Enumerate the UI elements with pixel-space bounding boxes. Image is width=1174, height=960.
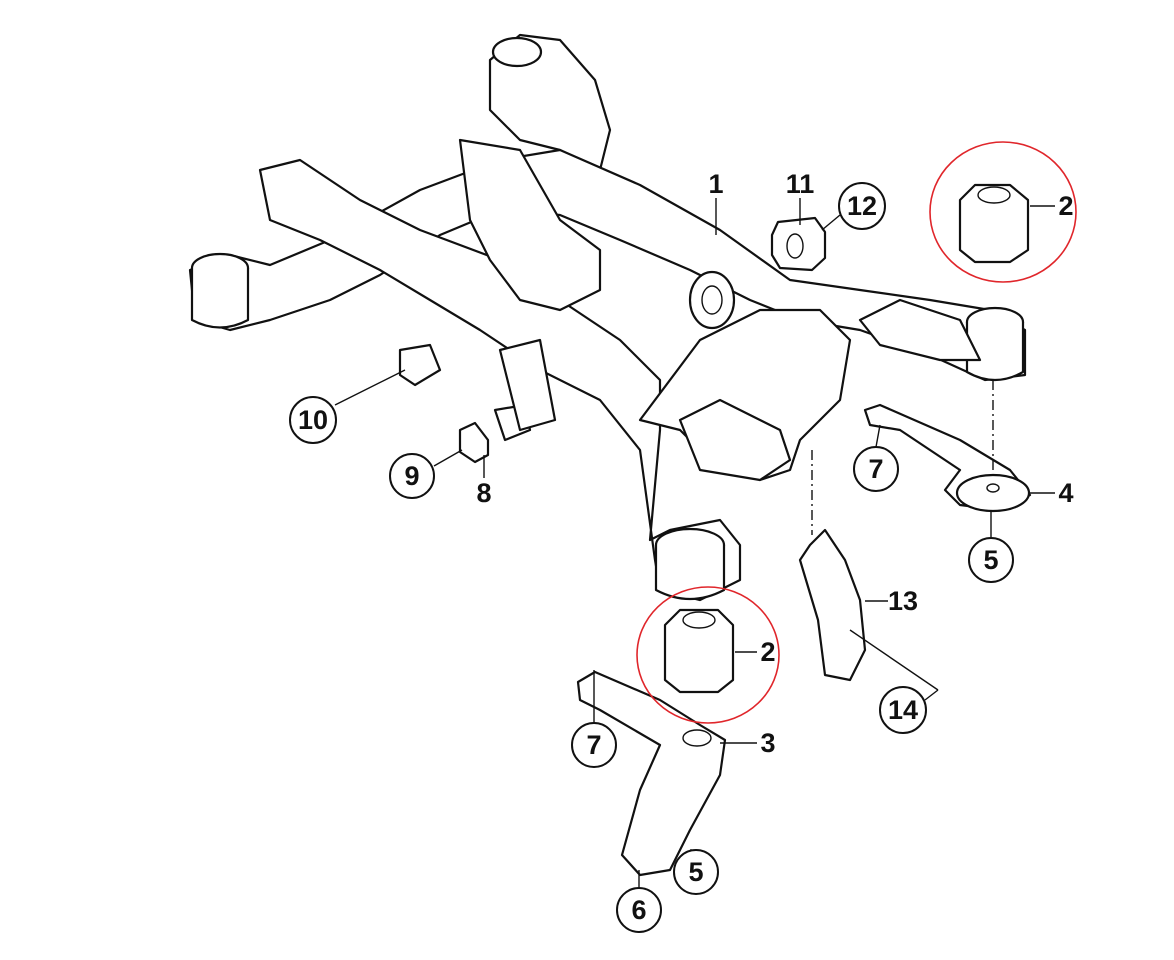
label-5-bottom: 5 [688,857,703,887]
bubble-5-bottom [673,849,719,895]
label-2-top: 2 [1058,191,1073,221]
label-10: 10 [298,405,328,435]
bubble-9 [389,453,435,499]
bubble-6 [616,887,662,933]
subframe-drawing [188,33,1027,602]
label-11: 11 [786,169,815,199]
label-9: 9 [404,461,419,491]
bubble-12 [838,182,886,230]
label-4: 4 [1058,478,1073,508]
leader-lines [334,198,1055,888]
bubble-5-right [968,537,1014,583]
bubble-7-bottom [571,722,617,768]
bubble-14 [879,686,927,734]
brace-3-drawing [576,670,727,877]
label-7-right: 7 [868,454,883,484]
bracket-13-drawing [798,528,867,682]
label-5-right: 5 [983,545,998,575]
bushing-12-drawing [770,216,827,272]
bushing-9-drawing [458,421,490,464]
highlight-circle-bottom [636,586,780,724]
label-8: 8 [476,478,491,508]
label-1: 1 [708,169,723,199]
label-7-bottom: 7 [586,730,601,760]
label-3: 3 [760,728,775,758]
label-2-bottom: 2 [760,637,775,667]
label-12: 12 [847,191,877,221]
bushing-2-top-drawing [958,183,1030,264]
bushing-2-bottom-drawing [663,608,735,694]
label-6: 6 [631,895,646,925]
bubble-7-right [853,446,899,492]
highlight-circle-top [929,141,1077,283]
bubble-10 [289,396,337,444]
label-13: 13 [888,586,918,616]
bracket-right-drawing [863,403,1032,513]
label-14: 14 [888,695,918,725]
